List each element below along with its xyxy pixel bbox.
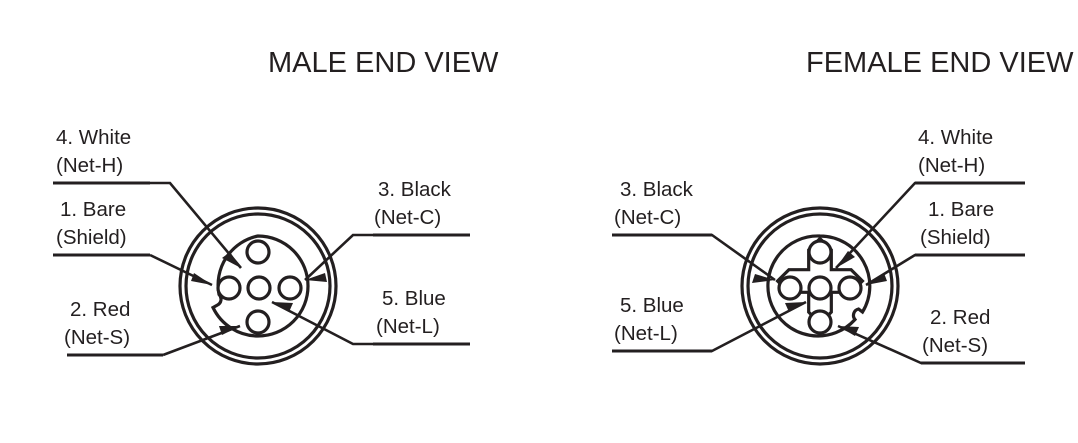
male-outer-ring-inner [184,212,332,360]
male-label-4-white-line1: 4. White [56,126,131,149]
female-label-4-white-line1: 4. White [918,126,993,149]
male-leader-3-black [304,233,470,282]
female-leaderline-5-blue [612,300,807,353]
male-label-5-blue-line2: (Net-L) [376,315,440,338]
male-leader-1-bare [53,253,213,287]
male-label-5-blue-line1: 5. Blue [382,287,446,310]
female-arrow-3-black [752,274,775,283]
female-leader-5-blue [612,300,807,353]
male-leader-5-blue [271,300,470,346]
female-leader-1-bare [865,253,1025,287]
female-label-1-bare-line2: (Shield) [920,226,991,249]
female-label-2-red-line2: (Net-S) [922,334,988,357]
male-label-4-white-line2: (Net-H) [56,154,123,177]
female-label-3-black-line2: (Net-C) [614,206,681,229]
male-arrow-1-bare [191,273,212,285]
female-label-4-white-line2: (Net-H) [918,154,985,177]
female-outer-ring-inner [746,212,894,360]
male-pin-4-white [245,239,271,265]
female-pin-2-red [807,309,833,335]
female-end-view-group: FEMALE END VIEW [612,47,1074,366]
female-label-3-black-line1: 3. Black [620,178,694,201]
male-leaderline-4-white [150,181,242,269]
female-leaderline-3-black [612,233,776,282]
male-leaderline-5-blue [271,300,373,346]
male-inner-ring-with-notch [210,234,310,338]
female-leaderline-4-white [835,181,1025,269]
male-pin-contacts [216,239,303,335]
female-leaderline-1-bare [865,253,1025,287]
female-label-5-blue-line2: (Net-L) [614,322,678,345]
male-arrow-3-black [305,273,327,282]
male-label-3-black-line1: 3. Black [378,178,452,201]
female-view-title: FEMALE END VIEW [806,47,1074,79]
male-leader-4-white [53,181,242,269]
female-pin-4-white [807,239,833,265]
female-label-2-red-line1: 2. Red [930,306,990,329]
female-leaderline-2-red [837,324,1025,365]
male-outer-ring [178,206,338,366]
female-leader-4-white [835,181,1025,269]
male-pin-5-blue [246,275,272,301]
male-label-2-red-line1: 2. Red [70,298,130,321]
male-pin-3-black [277,275,303,301]
female-arrow-2-red [838,326,859,336]
female-arrow-5-blue [785,302,806,312]
male-label-2-red-line2: (Net-S) [64,326,130,349]
female-arrow-4-white [836,251,855,268]
male-arrow-2-red [219,326,240,335]
male-pin-1-bare [216,275,242,301]
male-pin-2-red [245,309,271,335]
male-connector-body [178,206,338,366]
male-leaderline-3-black [304,233,373,281]
male-label-1-bare-line2: (Shield) [56,226,127,249]
male-view-title: MALE END VIEW [268,47,499,79]
female-leader-3-black [612,233,776,283]
male-label-1-bare-line1: 1. Bare [60,198,126,221]
male-leader-2-red [67,324,241,357]
female-label-1-bare-line1: 1. Bare [928,198,994,221]
female-arrow-1-bare [866,273,887,285]
male-arrow-4-white [222,252,241,268]
female-pin-5-blue [807,275,833,301]
female-leader-2-red [837,324,1025,365]
female-outer-ring [740,206,900,366]
male-label-3-black-line2: (Net-C) [374,206,441,229]
female-pin-contacts [777,239,863,335]
male-arrow-5-blue [272,302,293,312]
female-pin-1-bare [837,275,863,301]
female-label-5-blue-line1: 5. Blue [620,294,684,317]
male-end-view-group: MALE END VIEW 4. Whi [53,47,499,366]
female-pin-3-black [777,275,803,301]
